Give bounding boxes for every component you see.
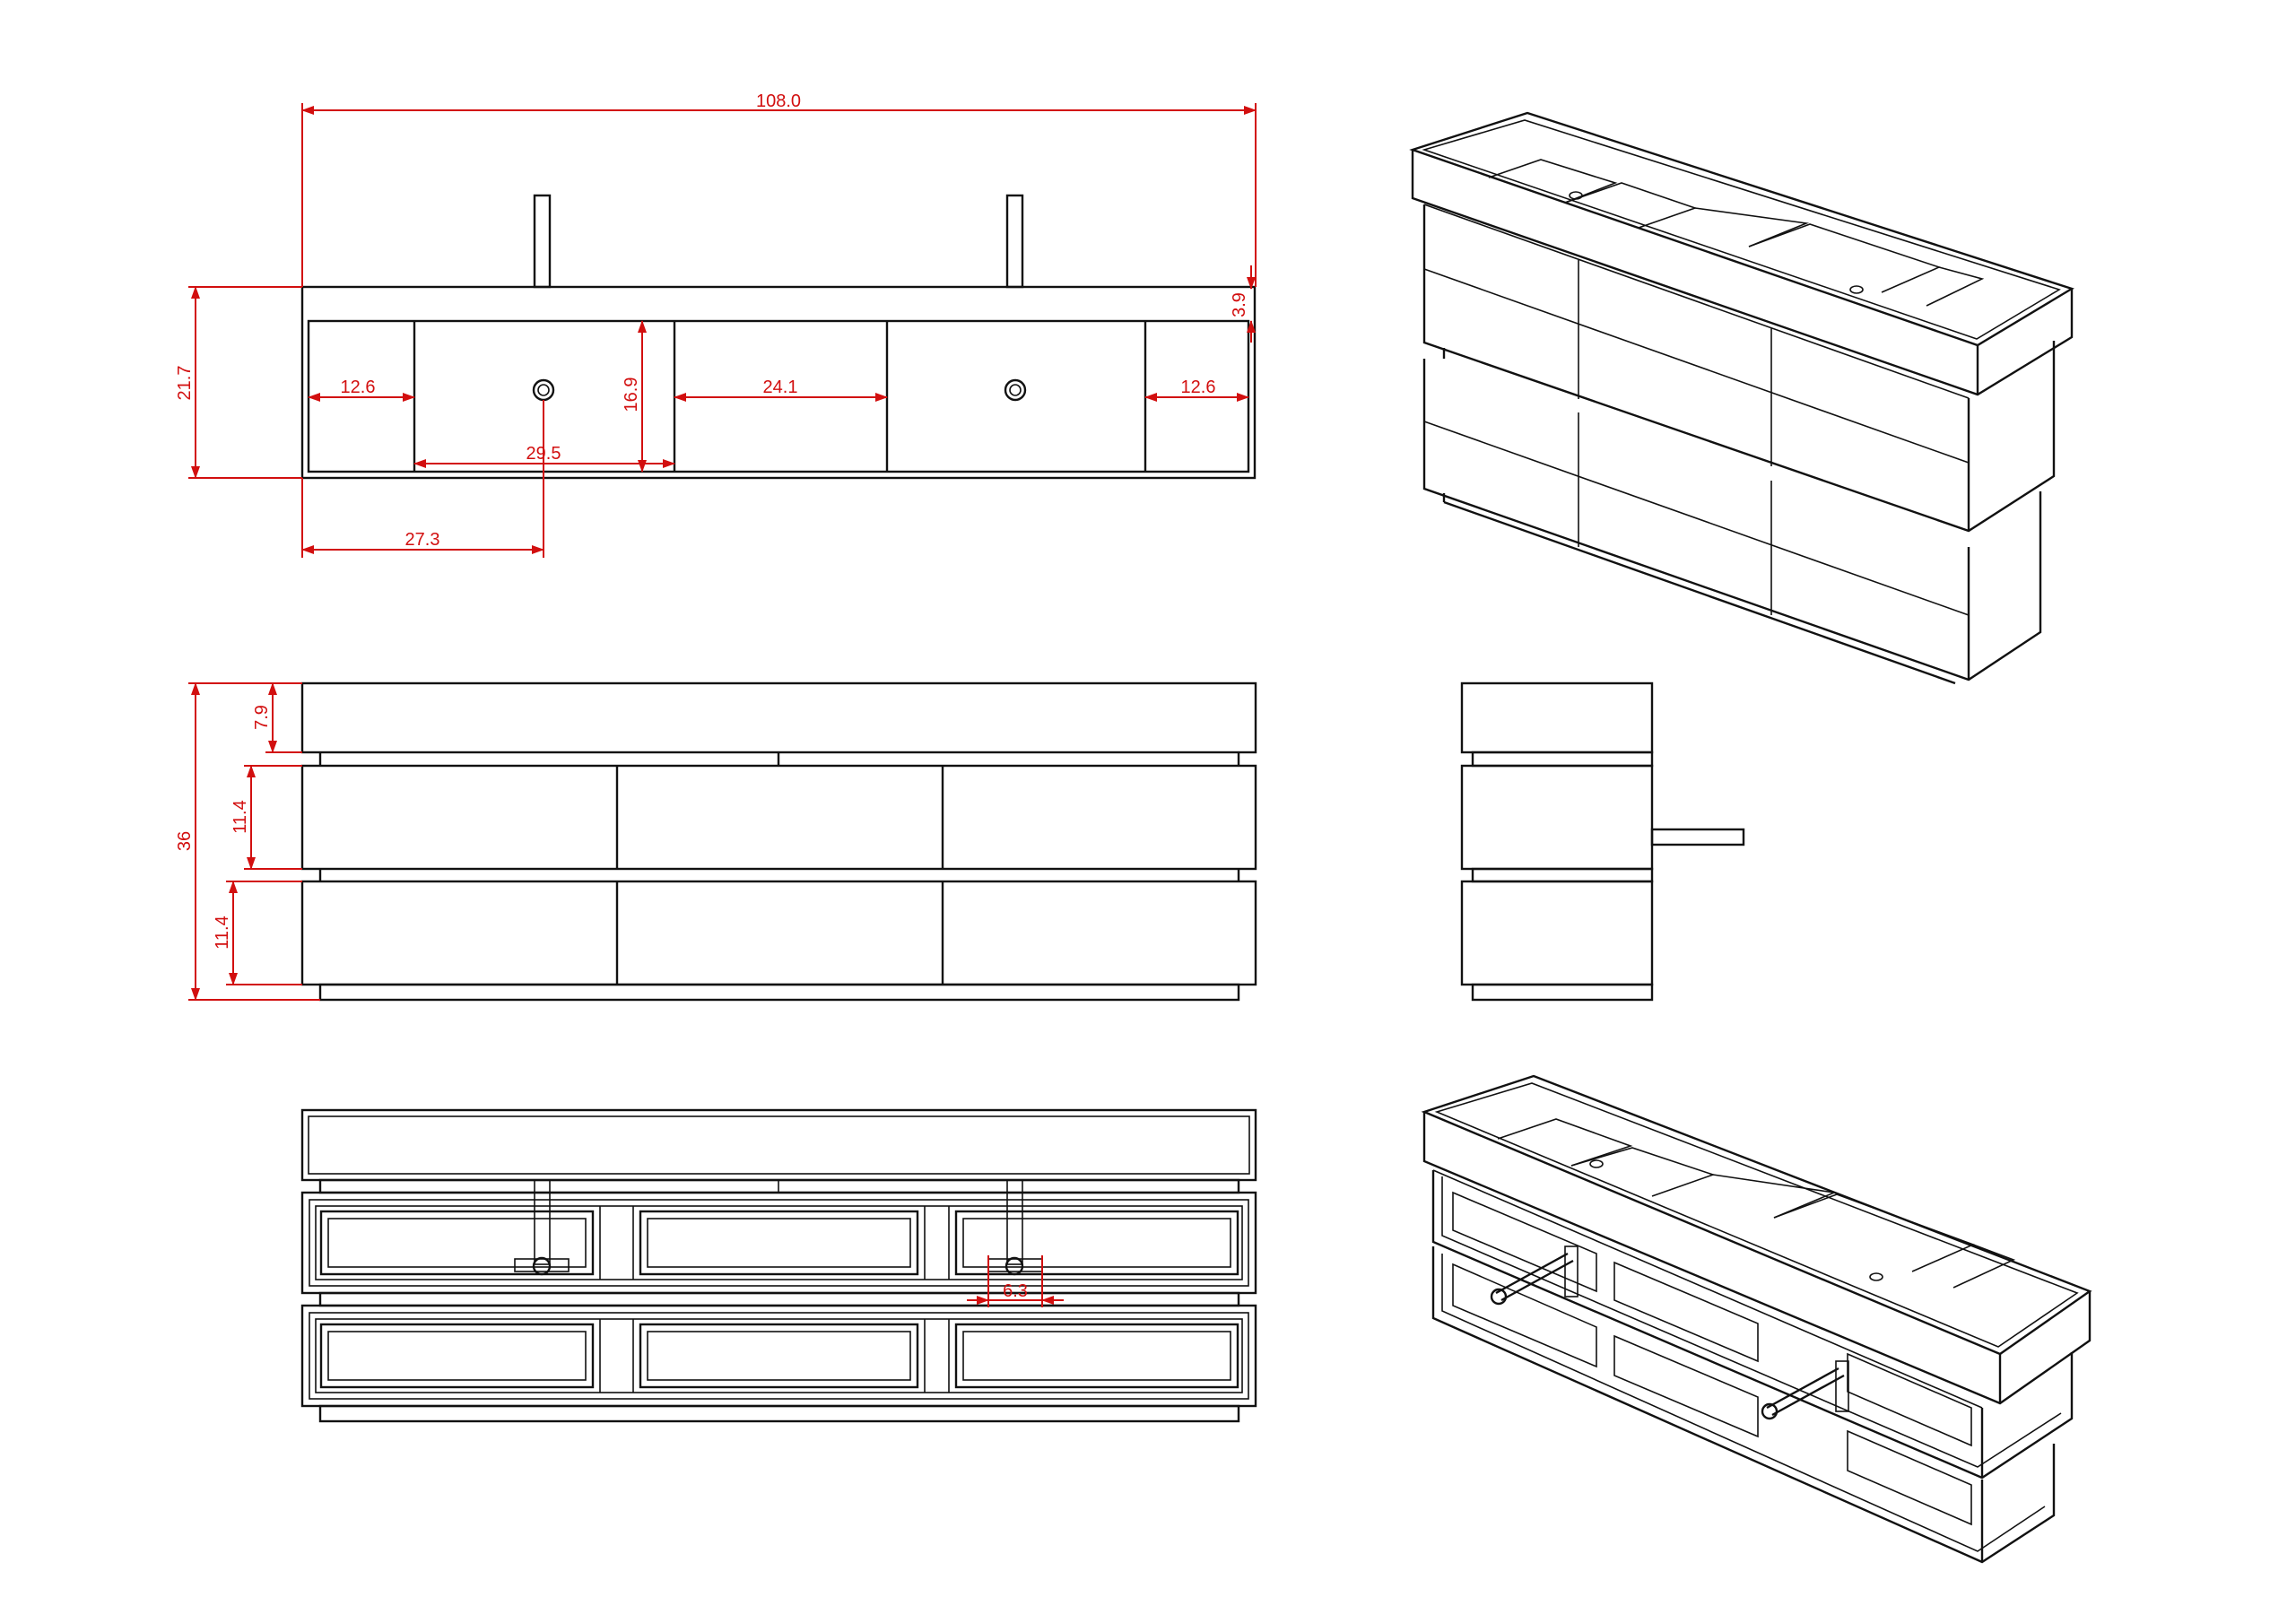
side-view	[1460, 681, 1745, 1002]
section-view	[300, 1108, 1257, 1423]
dim-center-gap: 24.1	[763, 378, 798, 397]
front-drawer-row-1	[300, 764, 1257, 871]
front-drawer-row-2	[300, 880, 1257, 986]
faucet-right	[1005, 194, 1024, 289]
dim-basin-depth: 16.9	[622, 378, 641, 412]
dim-back-edge: 3.9	[1230, 292, 1249, 317]
top-view-dimensions: 108.0 21.7 3.9 12.6 12.6 24.1 29.5 16.9 …	[175, 91, 1257, 558]
iso-faucet-right	[1761, 1360, 1849, 1420]
front-view	[300, 681, 1257, 1002]
dim-overall-depth: 21.7	[175, 366, 195, 401]
side-drawer-2	[1460, 880, 1654, 986]
top-outline	[300, 285, 1257, 480]
dim-overall-width: 108.0	[756, 91, 801, 111]
side-faucet	[1650, 828, 1745, 846]
dim-drawer1-height: 11.4	[230, 800, 250, 833]
dim-overall-height: 36	[175, 831, 195, 851]
side-drawer-1	[1460, 764, 1654, 871]
dim-drawer2-height: 11.4	[213, 916, 232, 949]
dim-end-tray-left: 12.6	[341, 378, 376, 397]
iso-faucet-left	[1490, 1245, 1578, 1306]
section-view-dimensions: 6.3	[967, 1255, 1064, 1307]
faucet-left	[533, 194, 552, 289]
isometric-view-wireframe	[1421, 1074, 2092, 1564]
dim-drain-offset: 27.3	[405, 530, 440, 550]
front-top-slab	[300, 681, 1257, 754]
dim-pipe-width: 6.3	[1003, 1281, 1028, 1301]
front-plinth	[318, 983, 1240, 1002]
isometric-view-closed	[1409, 111, 2074, 685]
side-top	[1460, 681, 1654, 754]
dim-end-tray-right: 12.6	[1181, 378, 1216, 397]
top-view	[300, 194, 1257, 480]
drain-right	[1004, 378, 1027, 402]
drain-left	[532, 378, 555, 402]
front-view-dimensions: 36 7.9 11.4 11.4	[175, 682, 320, 1001]
dim-top-height: 7.9	[252, 705, 272, 730]
